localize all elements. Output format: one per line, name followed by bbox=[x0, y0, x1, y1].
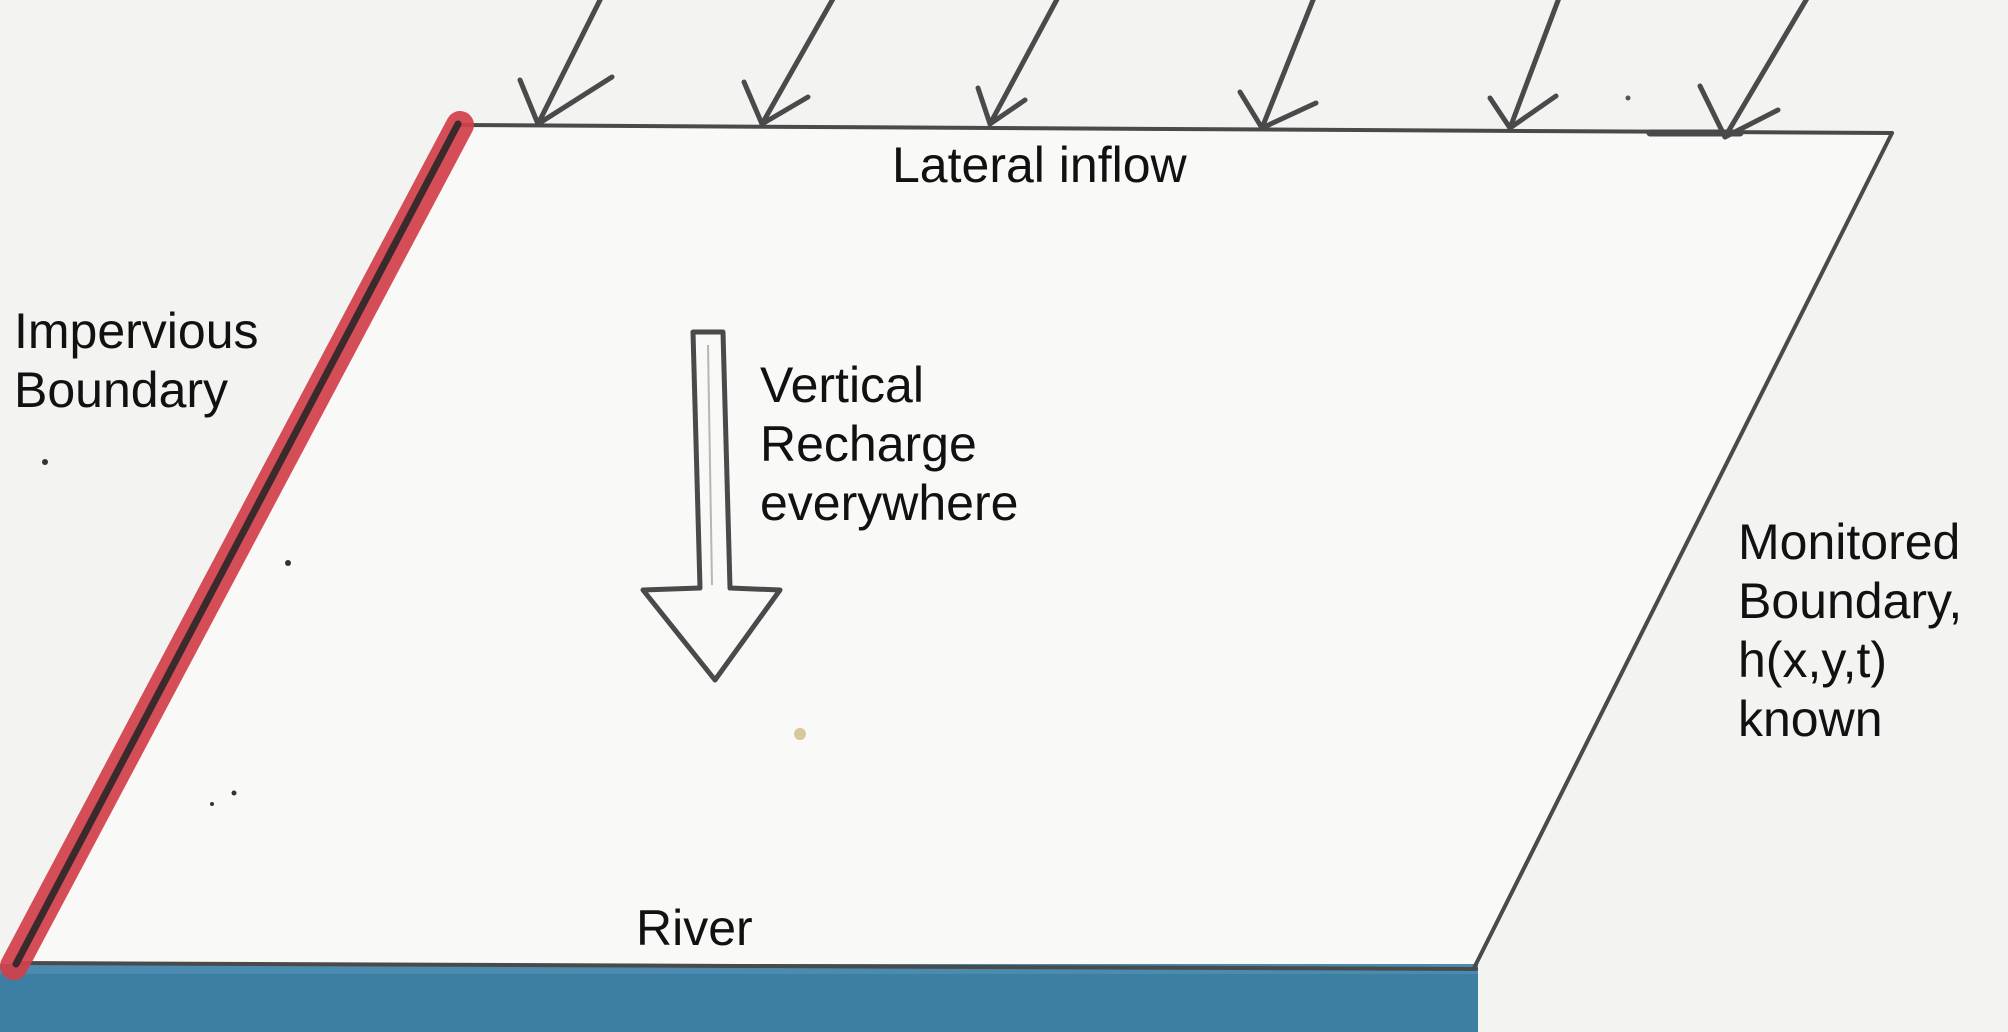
monitored-boundary-line-1: Monitored bbox=[1738, 514, 1961, 570]
arrow-down-left-icon bbox=[741, 0, 836, 127]
river-label: River bbox=[636, 899, 753, 958]
paper-speck bbox=[285, 560, 291, 566]
lateral-inflow-text: Lateral inflow bbox=[892, 137, 1187, 193]
monitored-boundary-line-4: known bbox=[1738, 691, 1883, 747]
monitored-boundary-line-2: Boundary, bbox=[1738, 573, 1963, 629]
arrow-down-left-icon bbox=[1487, 0, 1561, 131]
paper-speck bbox=[42, 459, 48, 465]
river-text: River bbox=[636, 900, 753, 956]
arrow-down-left-icon bbox=[1697, 0, 1809, 140]
vertical-recharge-line-2: Recharge bbox=[760, 416, 977, 472]
impervious-boundary-label: Impervious Boundary bbox=[14, 302, 259, 420]
lateral-inflow-label: Lateral inflow bbox=[892, 136, 1187, 195]
arrow-down-left-icon bbox=[975, 0, 1060, 127]
monitored-boundary-line bbox=[1472, 131, 1894, 970]
paper-speck bbox=[210, 802, 214, 806]
impervious-boundary-core bbox=[12, 120, 462, 968]
monitored-boundary-line-3: h(x,y,t) bbox=[1738, 632, 1888, 688]
monitored-boundary-label: Monitored Boundary, h(x,y,t) known bbox=[1738, 513, 1962, 749]
recharge-arrow-inner-line bbox=[707, 344, 713, 586]
vertical-recharge-label: Vertical Recharge everywhere bbox=[760, 356, 1018, 533]
paper-speck bbox=[794, 728, 806, 740]
arrow-down-left-icon bbox=[517, 0, 615, 127]
river-water-shade bbox=[0, 964, 1478, 974]
aquifer-domain bbox=[20, 125, 1890, 968]
paper-speck bbox=[1625, 95, 1631, 101]
lateral-inflow-arrows bbox=[517, 0, 1809, 140]
river-water bbox=[0, 964, 1478, 1032]
vertical-recharge-line-3: everywhere bbox=[760, 475, 1019, 531]
vertical-recharge-line-1: Vertical bbox=[760, 357, 924, 413]
arrow-down-left-icon bbox=[1237, 0, 1319, 131]
impervious-boundary-line-1: Impervious bbox=[14, 303, 259, 359]
paper-speck bbox=[231, 790, 237, 796]
river-boundary-line bbox=[16, 961, 1478, 971]
impervious-boundary-line-2: Boundary bbox=[14, 362, 229, 418]
